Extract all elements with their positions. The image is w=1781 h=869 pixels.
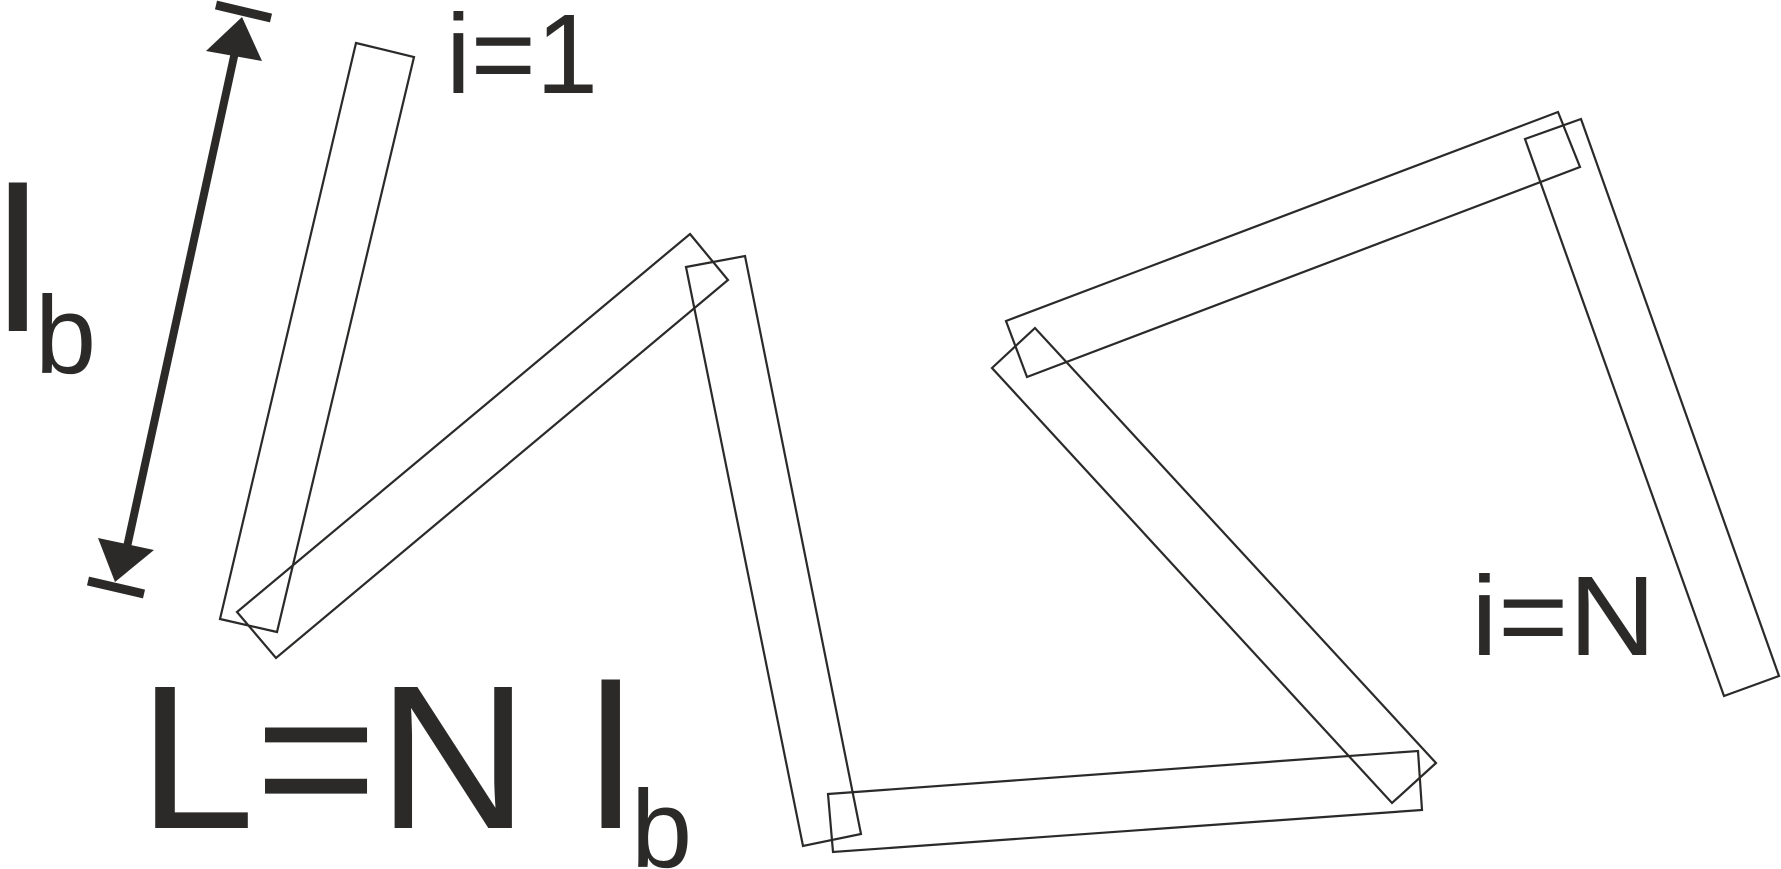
bond-segment-2 bbox=[235, 232, 730, 660]
polymer-chain bbox=[218, 41, 1781, 854]
bond-segment-4 bbox=[826, 749, 1424, 854]
bond-length-arrow bbox=[86, 0, 273, 599]
arrow-shaft bbox=[123, 51, 239, 548]
bond-length-symbol: l bbox=[0, 146, 41, 375]
bond-segment-6 bbox=[1004, 110, 1582, 379]
bond-segment-7 bbox=[1523, 117, 1781, 698]
bond-segment-5 bbox=[990, 326, 1438, 805]
contour-length-equation: L=N l b bbox=[138, 643, 692, 869]
bond-segment-3 bbox=[684, 254, 863, 848]
contour-length-lhs: L=N l bbox=[138, 643, 634, 869]
bond-length-label: l b bbox=[0, 146, 96, 397]
bond-segment-1 bbox=[218, 41, 416, 634]
last-bond-label: i=N bbox=[1471, 553, 1656, 679]
bond-length-subscript: b bbox=[35, 274, 96, 397]
arrow-head-top bbox=[206, 17, 262, 61]
contour-length-subscript: b bbox=[631, 768, 692, 869]
arrow-head-bottom bbox=[98, 538, 154, 582]
arrow-end-bar-bottom bbox=[86, 576, 146, 599]
first-bond-label: i=1 bbox=[446, 0, 598, 117]
arrow-end-bar-top bbox=[214, 0, 273, 23]
